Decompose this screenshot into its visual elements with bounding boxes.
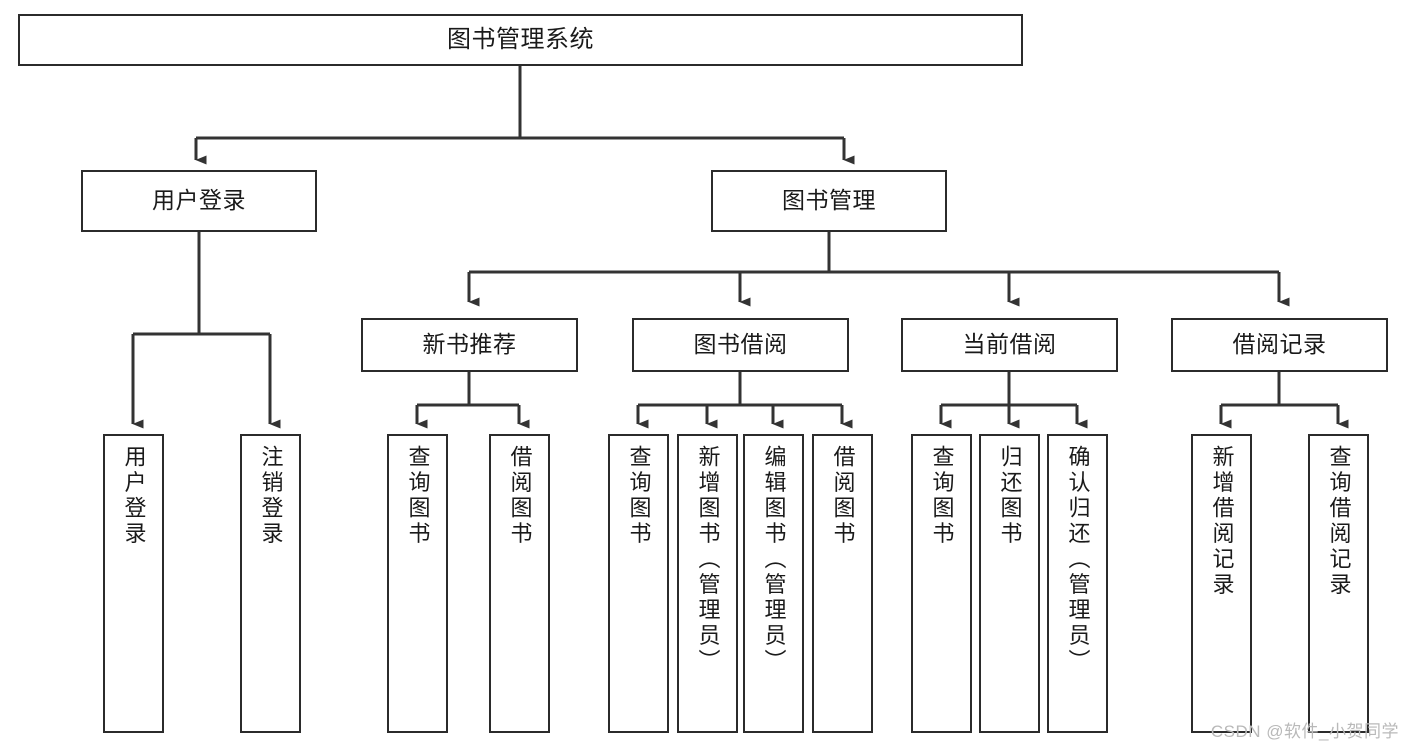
- node-label: 新增图书（管理员）: [695, 445, 721, 675]
- leaf-current-confirm-return[interactable]: 确认归还（管理员）: [1047, 434, 1108, 733]
- node-label: 确认归还（管理员）: [1065, 445, 1091, 675]
- node-label: 归还图书: [997, 445, 1023, 547]
- node-label: 用户登录: [152, 187, 246, 214]
- node-label: 查询图书: [929, 445, 955, 547]
- leaf-borrow-edit-book[interactable]: 编辑图书（管理员）: [743, 434, 804, 733]
- leaf-borrow-add-book[interactable]: 新增图书（管理员）: [677, 434, 738, 733]
- leaf-user-login-logout[interactable]: 注销登录: [240, 434, 301, 733]
- node-label: 注销登录: [258, 445, 284, 547]
- node-label: 借阅图书: [507, 445, 533, 547]
- leaf-record-query[interactable]: 查询借阅记录: [1308, 434, 1369, 733]
- node-label: 图书管理系统: [447, 25, 594, 53]
- node-label: 查询图书: [626, 445, 652, 547]
- node-label: 借阅图书: [830, 445, 856, 547]
- leaf-new-book-borrow[interactable]: 借阅图书: [489, 434, 550, 733]
- leaf-borrow-query[interactable]: 查询图书: [608, 434, 669, 733]
- leaf-current-return[interactable]: 归还图书: [979, 434, 1040, 733]
- node-label: 图书借阅: [693, 331, 788, 358]
- node-current-borrow[interactable]: 当前借阅: [901, 318, 1118, 372]
- node-user-login[interactable]: 用户登录: [81, 170, 317, 232]
- node-book-borrow[interactable]: 图书借阅: [632, 318, 849, 372]
- leaf-borrow-borrow-book[interactable]: 借阅图书: [812, 434, 873, 733]
- node-label: 当前借阅: [962, 331, 1057, 358]
- node-label: 查询图书: [405, 445, 431, 547]
- node-root-system[interactable]: 图书管理系统: [18, 14, 1023, 66]
- node-new-book-recommend[interactable]: 新书推荐: [361, 318, 578, 372]
- node-label: 图书管理: [782, 187, 876, 214]
- leaf-new-book-query[interactable]: 查询图书: [387, 434, 448, 733]
- node-label: 借阅记录: [1232, 331, 1327, 358]
- leaf-current-query[interactable]: 查询图书: [911, 434, 972, 733]
- node-label: 用户登录: [121, 445, 147, 547]
- csdn-watermark: CSDN @软件_小贺同学: [1210, 722, 1399, 741]
- node-book-management[interactable]: 图书管理: [711, 170, 947, 232]
- leaf-record-add[interactable]: 新增借阅记录: [1191, 434, 1252, 733]
- node-label: 编辑图书（管理员）: [761, 445, 787, 675]
- node-label: 新书推荐: [422, 331, 517, 358]
- leaf-user-login-login[interactable]: 用户登录: [103, 434, 164, 733]
- node-label: 新增借阅记录: [1209, 445, 1235, 598]
- node-borrow-record[interactable]: 借阅记录: [1171, 318, 1388, 372]
- node-label: 查询借阅记录: [1326, 445, 1352, 598]
